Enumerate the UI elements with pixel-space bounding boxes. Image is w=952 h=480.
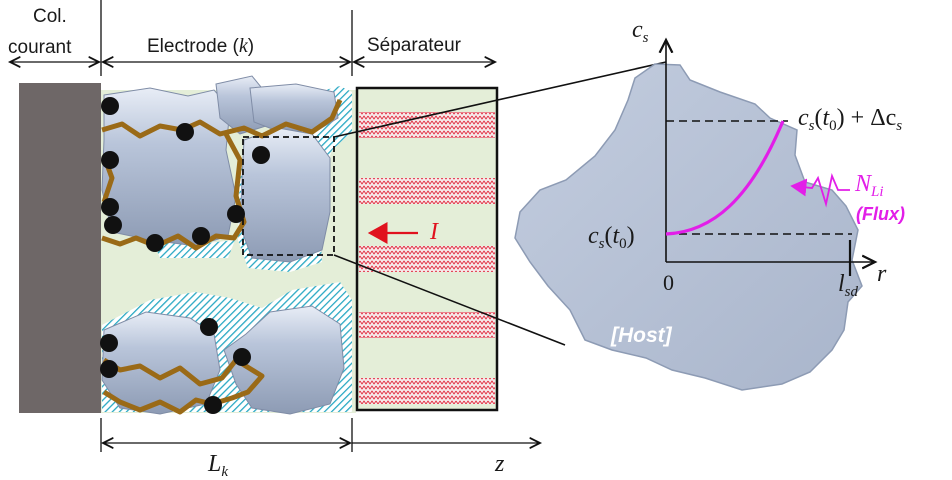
flux-indicator: [790, 173, 850, 208]
length-label-k: k: [221, 464, 229, 480]
radius-label-sd: sd: [844, 284, 859, 300]
length-label-L: L: [208, 451, 222, 477]
inset-axes: [666, 40, 875, 276]
flux-word: (Flux): [856, 204, 905, 224]
cs-t0-close: ): [626, 223, 635, 249]
flux-N: N: [855, 171, 872, 197]
zoom-box: [242, 136, 335, 256]
current-collector: [19, 83, 101, 413]
cs-axis-label: cs: [632, 18, 649, 46]
zoom-connector-bottom: [333, 254, 566, 346]
active-particles: [101, 75, 345, 415]
collector-label-line1: Col.: [33, 6, 67, 27]
carbon-additive: [100, 97, 270, 414]
cs-top-zero: 0: [829, 118, 837, 134]
separator: [355, 86, 499, 412]
cs-top-c: c: [798, 105, 809, 131]
collector-label-line2: courant: [8, 37, 72, 58]
cs-t0-s: s: [598, 236, 605, 252]
r-axis-label: r: [877, 261, 887, 287]
separator-label: Séparateur: [367, 35, 462, 56]
host-particle: [514, 63, 863, 391]
cs-top-plus: + Δc: [844, 105, 897, 131]
cs-top-open: (: [814, 105, 823, 131]
zoom-connector-top: [333, 61, 667, 138]
cs-axis-c: c: [632, 17, 643, 43]
cs-t0-zero: 0: [619, 236, 627, 252]
cs-top-t: t: [822, 105, 830, 131]
concentration-curve: [665, 120, 785, 236]
dimension-arrows-top: [10, 0, 495, 76]
flux-Li: Li: [871, 184, 884, 200]
cs-t0-open: (: [604, 223, 613, 249]
electrode-label: Electrode (k): [147, 36, 254, 56]
cs-axis-s: s: [642, 30, 649, 46]
cs-top-close: ): [836, 105, 845, 131]
cs-top-label: cs(t0) + Δcs: [798, 106, 902, 134]
length-dimension: [100, 418, 540, 452]
origin-label: 0: [663, 270, 674, 295]
cs-t0-c: c: [588, 223, 599, 249]
radius-label-l: l: [838, 271, 845, 297]
electrode-label-close: ): [247, 36, 255, 57]
electrode-label-text: Electrode (: [147, 36, 239, 57]
length-label: Lk: [208, 452, 228, 480]
radius-label: lsd: [838, 272, 858, 300]
current-label: I: [430, 219, 438, 245]
electrode-label-k: k: [238, 35, 248, 57]
cs-top-s2: s: [896, 118, 903, 134]
z-axis-label: z: [495, 451, 505, 477]
host-label: [Host]: [611, 324, 672, 347]
cs-top-s1: s: [808, 118, 815, 134]
cs-t0-t: t: [612, 223, 620, 249]
cs-t0-label: cs(t0): [588, 224, 635, 252]
flux-symbol: NLi: [855, 172, 884, 200]
